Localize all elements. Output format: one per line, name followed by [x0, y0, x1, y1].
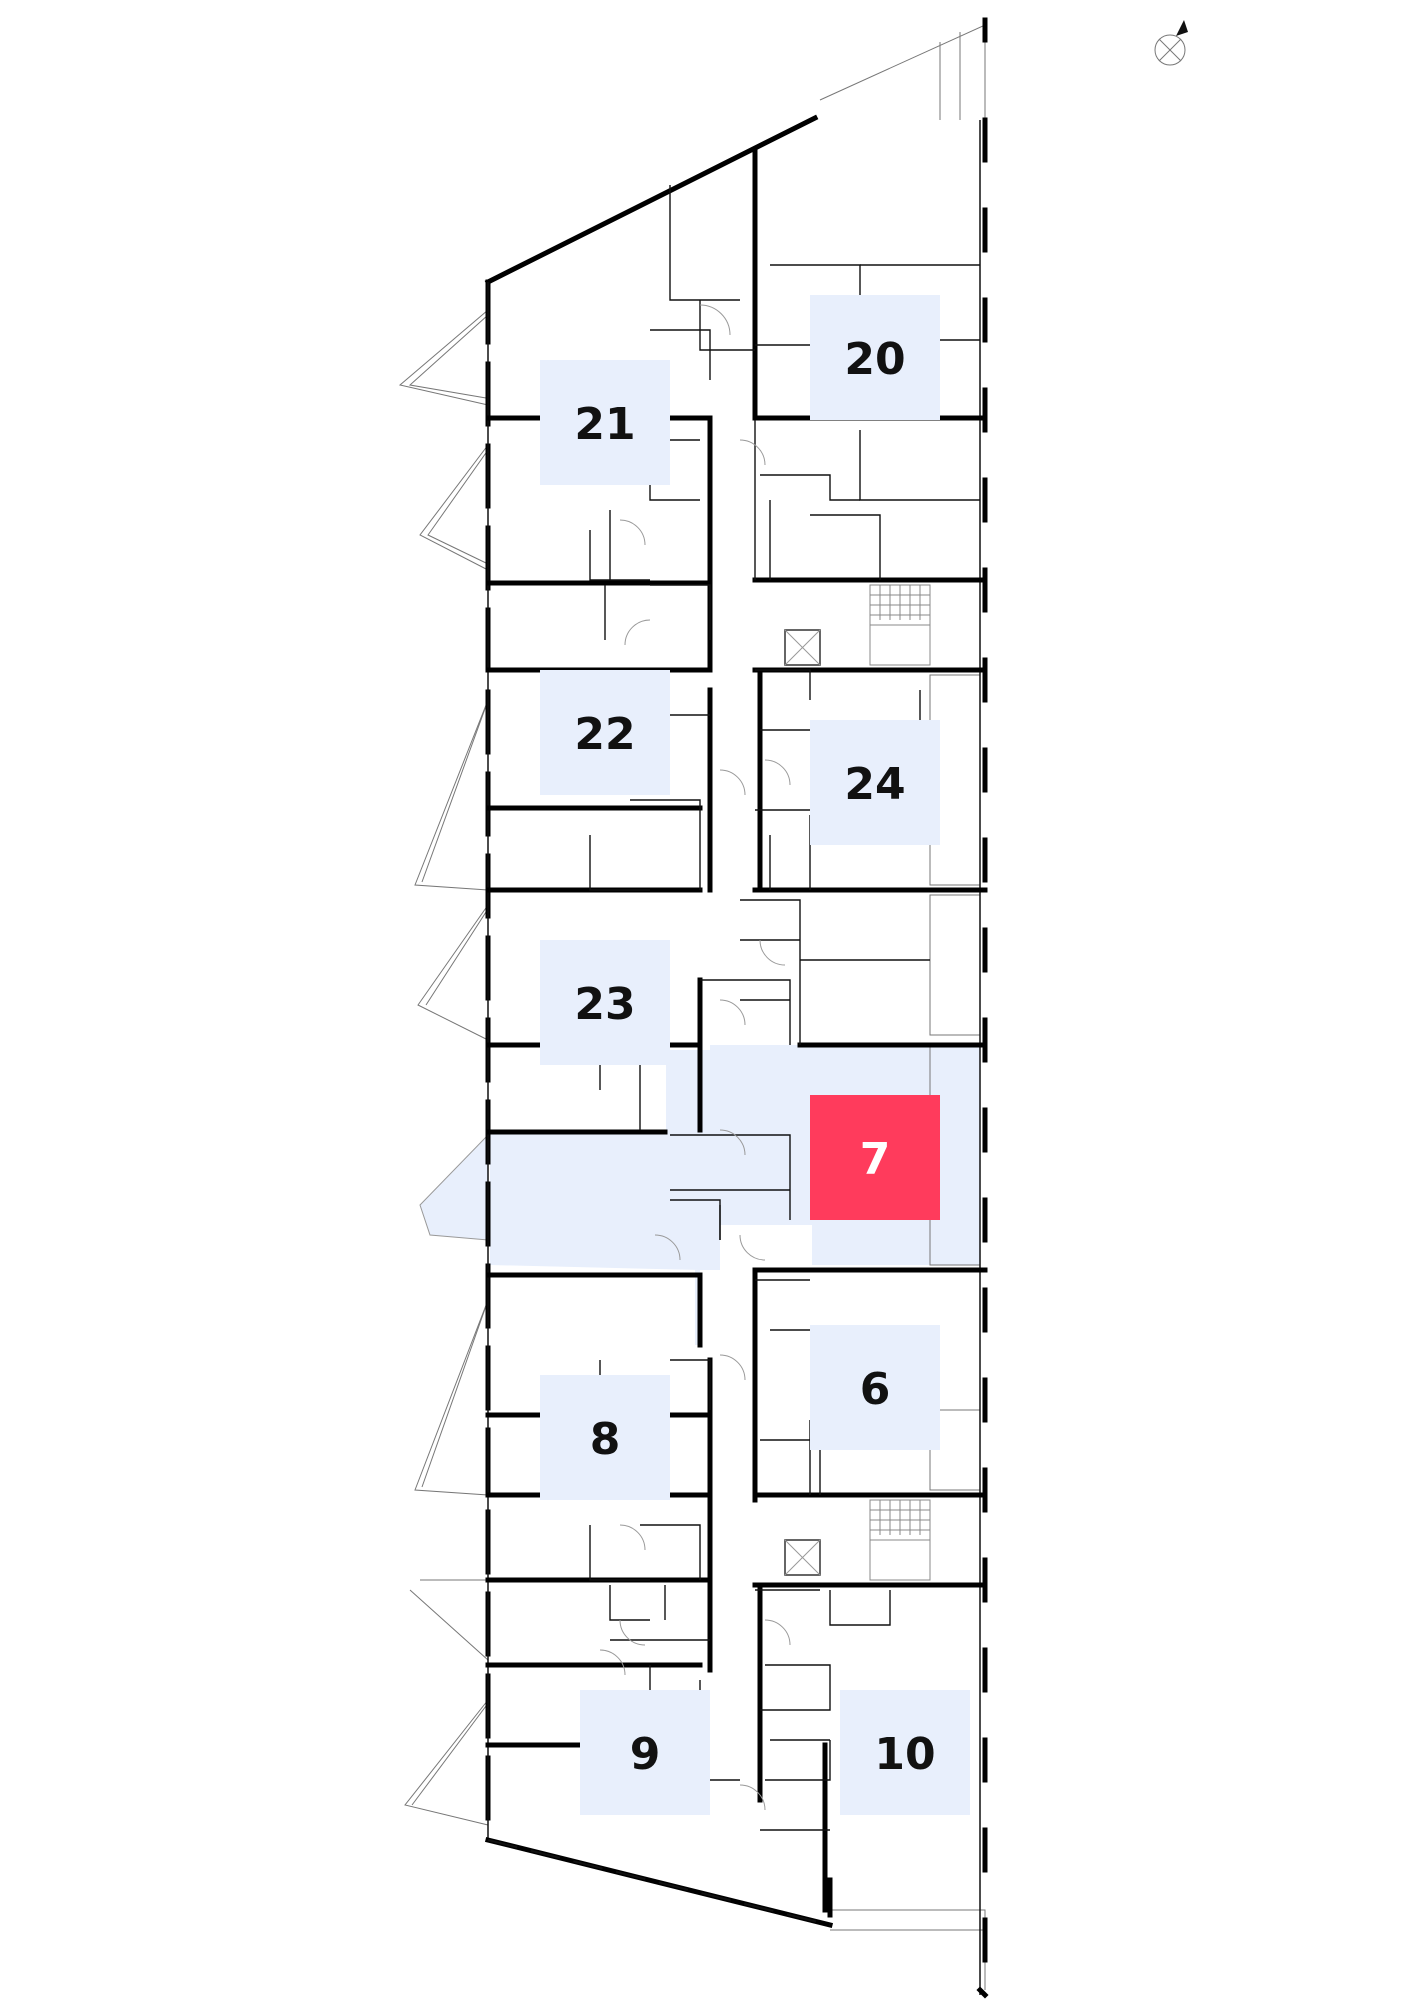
apartment-10-badge[interactable]: [840, 1690, 970, 1815]
apartment-21-label[interactable]: 21: [540, 360, 670, 485]
apartment-9-badge[interactable]: [580, 1690, 710, 1815]
apartment-21-badge[interactable]: [540, 360, 670, 485]
apartment-8-badge[interactable]: [540, 1375, 670, 1500]
apartment-22-label[interactable]: 22: [540, 670, 670, 795]
apartment-6-badge[interactable]: [810, 1325, 940, 1450]
apartment-7-label[interactable]: 7: [810, 1095, 940, 1220]
apartment-10-label[interactable]: 10: [840, 1690, 970, 1815]
apartment-20-label[interactable]: 20: [810, 295, 940, 420]
apartment-number: 22: [574, 709, 635, 760]
stair-core-upper: [784, 584, 931, 666]
apartment-7-badge[interactable]: [810, 1095, 940, 1220]
apartment-22-badge[interactable]: [540, 670, 670, 795]
balconies-left: [398, 309, 489, 1826]
apartment-number: 7: [860, 1134, 891, 1185]
apartment-23-label[interactable]: 23: [540, 940, 670, 1065]
apartment-number: 8: [590, 1414, 621, 1465]
exterior-walls: [484, 17, 989, 1999]
apartment-number: 21: [574, 399, 635, 450]
apartment-number: 20: [844, 334, 905, 385]
apartment-8-label[interactable]: 8: [540, 1375, 670, 1500]
apartment-number: 24: [844, 759, 905, 810]
apartment-24-label[interactable]: 24: [810, 720, 940, 845]
apartment-9-label[interactable]: 9: [580, 1690, 710, 1815]
apartment-number: 23: [574, 979, 635, 1030]
apartment-24-badge[interactable]: [810, 720, 940, 845]
apartment-20-badge[interactable]: [810, 295, 940, 420]
door-swings: [599, 304, 791, 1811]
stair-core-lower: [784, 1499, 931, 1581]
apartment-labels: 20 21 22 24 23 7 6 8 9 10: [540, 295, 970, 1815]
north-arrow-icon: [1154, 20, 1188, 66]
apartment-number: 10: [874, 1729, 935, 1780]
apartment-23-badge[interactable]: [540, 940, 670, 1065]
apartment-number: 9: [630, 1729, 661, 1780]
apartment-6-label[interactable]: 6: [810, 1325, 940, 1450]
apartment-number: 6: [860, 1364, 891, 1415]
